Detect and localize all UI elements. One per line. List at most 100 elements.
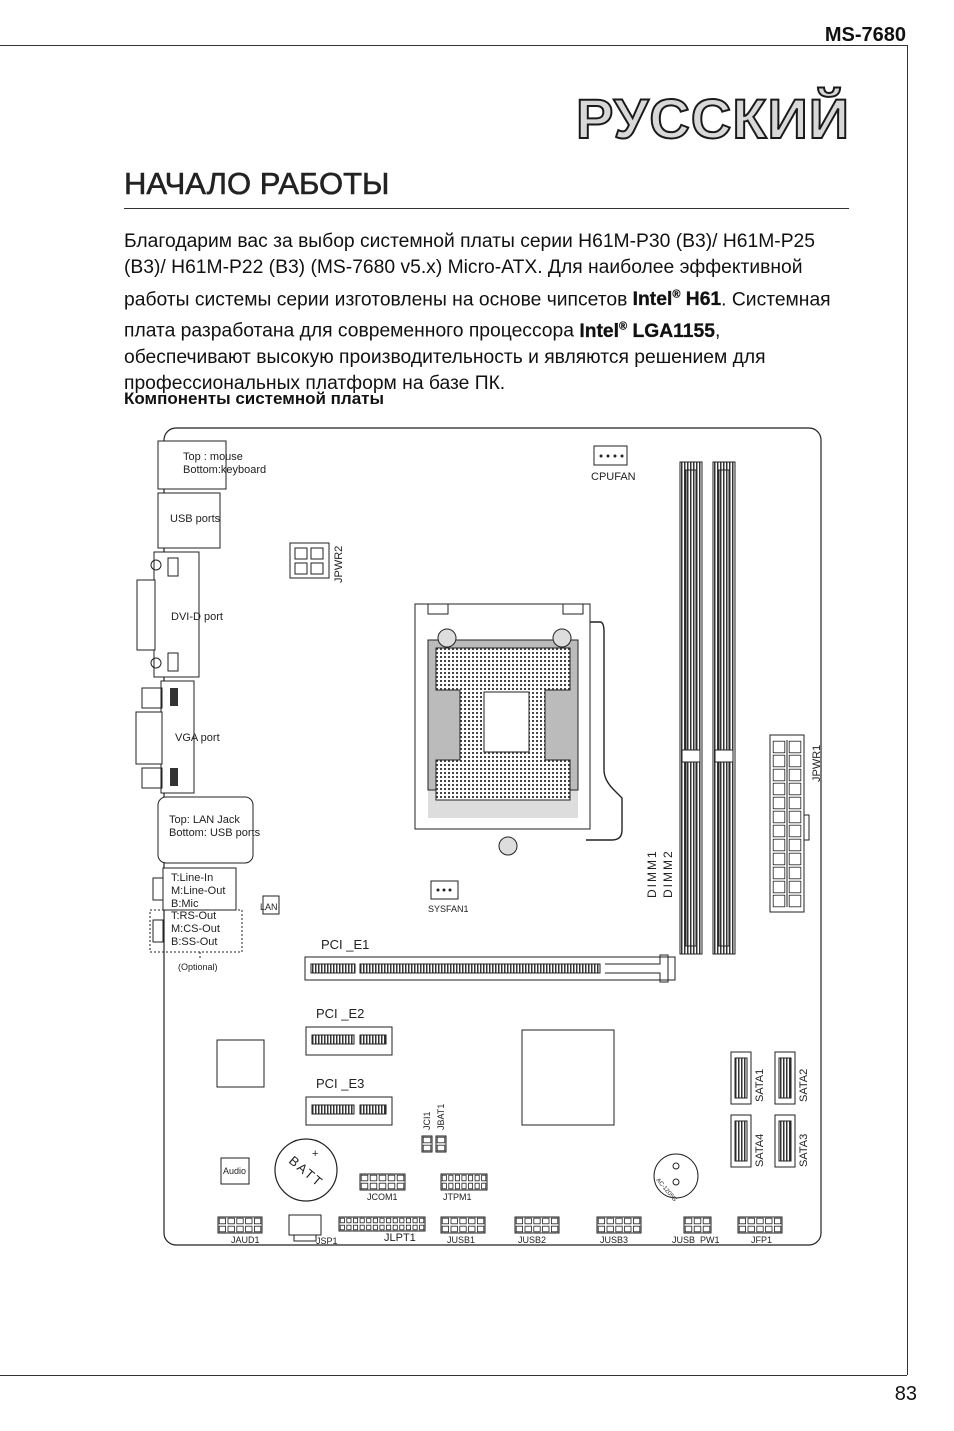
header-pin: [476, 1225, 485, 1233]
cpufan-label: CPUFAN: [591, 471, 636, 483]
header-pin: [359, 1217, 365, 1224]
header-pin: [253, 1217, 262, 1225]
jtpm1-header: [440, 1173, 488, 1191]
page-number: 83: [894, 1383, 917, 1405]
header-pin: [772, 824, 786, 838]
jusb2-header: [514, 1216, 560, 1234]
jcom1-label: JCOM1: [367, 1192, 398, 1202]
page-heading: НАЧАЛО РАБОТЫ: [124, 166, 390, 202]
heading-rule: [124, 208, 849, 209]
header-pin: [441, 1182, 447, 1190]
jfp1-header: [737, 1216, 783, 1234]
header-pin: [533, 1217, 541, 1225]
sata-ports: [730, 1051, 796, 1168]
header-pin: [702, 1217, 711, 1225]
header-pin: [360, 1174, 369, 1182]
header-pin: [459, 1225, 467, 1233]
header-pin: [772, 810, 786, 824]
header-pin: [772, 838, 786, 852]
header-pin: [339, 1217, 345, 1224]
audio-line-1: T:Line-In: [171, 872, 213, 884]
header-pin: [756, 1217, 764, 1225]
header-pin: [468, 1225, 476, 1233]
header-pin: [633, 1225, 641, 1233]
header-pin: [379, 1217, 385, 1224]
header-pin: [772, 740, 786, 754]
intro-paragraph: Благодарим вас за выбор системной платы …: [124, 229, 849, 398]
audio-line-2: M:Line-Out: [171, 885, 225, 897]
audio-codec-label: Audio: [223, 1166, 246, 1176]
header-pin: [378, 1174, 387, 1182]
header-pin: [378, 1182, 387, 1190]
header-pin: [387, 1182, 396, 1190]
lan-top-label: Top: LAN Jack: [169, 814, 240, 826]
header-pin: [772, 796, 786, 810]
header-pin: [346, 1224, 352, 1231]
header-pin: [392, 1217, 398, 1224]
header-pin: [245, 1217, 253, 1225]
jpwr1-label: JPWR1: [811, 745, 823, 782]
header-pin: [436, 1144, 446, 1152]
header-pin: [772, 880, 786, 894]
jlpt1-label: JLPT1: [384, 1232, 416, 1244]
header-pin: [392, 1224, 398, 1231]
header-pin: [788, 880, 802, 894]
dimm2-label: DIMM2: [661, 849, 675, 898]
chipset: [521, 1029, 615, 1126]
header-pin: [236, 1217, 244, 1225]
jpwr2-label: JPWR2: [333, 546, 345, 583]
header-pin: [369, 1174, 378, 1182]
header-pin: [524, 1217, 532, 1225]
header-pin: [738, 1225, 747, 1233]
header-pin: [412, 1217, 418, 1224]
header-pin: [422, 1136, 432, 1144]
intel-h61: Intel® H61: [632, 288, 722, 311]
header-pin: [772, 754, 786, 768]
header-pin: [227, 1217, 235, 1225]
header-pin: [372, 1224, 378, 1231]
header-pin: [788, 810, 802, 824]
header-pin: [353, 1224, 359, 1231]
header-pin: [702, 1225, 711, 1233]
header-pin: [448, 1182, 454, 1190]
header-pin: [441, 1174, 447, 1182]
header-pin: [405, 1224, 411, 1231]
header-pin: [788, 894, 802, 908]
header-pin: [450, 1225, 458, 1233]
header-pin: [774, 1225, 782, 1233]
vga-port-label: VGA port: [175, 732, 220, 744]
header-pin: [369, 1182, 378, 1190]
header-pin: [693, 1217, 702, 1225]
audio-codec: [220, 1157, 250, 1185]
audio-line-6: B:SS-Out: [171, 936, 217, 948]
header-pin: [227, 1225, 235, 1233]
intro-text-3: , обеспечивают высокую производительност…: [124, 320, 766, 395]
header-pin: [386, 1224, 392, 1231]
header-pin: [372, 1217, 378, 1224]
header-pin: [441, 1225, 450, 1233]
header-pin: [624, 1217, 632, 1225]
header-pin: [386, 1217, 392, 1224]
dvi-port-label: DVI-D port: [171, 611, 223, 623]
lan-label: LAN: [260, 902, 278, 912]
io-chip: [216, 1039, 265, 1088]
jusb3-label: JUSB3: [600, 1235, 628, 1245]
header-pin: [747, 1225, 755, 1233]
header-pin: [542, 1217, 550, 1225]
header-pin: [236, 1225, 244, 1233]
header-pin: [412, 1224, 418, 1231]
header-pin: [788, 796, 802, 810]
jtpm1-label: JTPM1: [443, 1192, 472, 1202]
header-pin: [788, 754, 802, 768]
header-pin: [684, 1217, 693, 1225]
header-pin: [747, 1217, 755, 1225]
buzzer: [653, 1153, 699, 1199]
header-pin: [379, 1224, 385, 1231]
header-pin: [684, 1225, 693, 1233]
header-pin: [515, 1225, 524, 1233]
header-pin: [633, 1217, 641, 1225]
header-pin: [788, 852, 802, 866]
jusb-pw1-header: [683, 1216, 712, 1234]
header-pin: [468, 1217, 476, 1225]
header-pin: [459, 1217, 467, 1225]
